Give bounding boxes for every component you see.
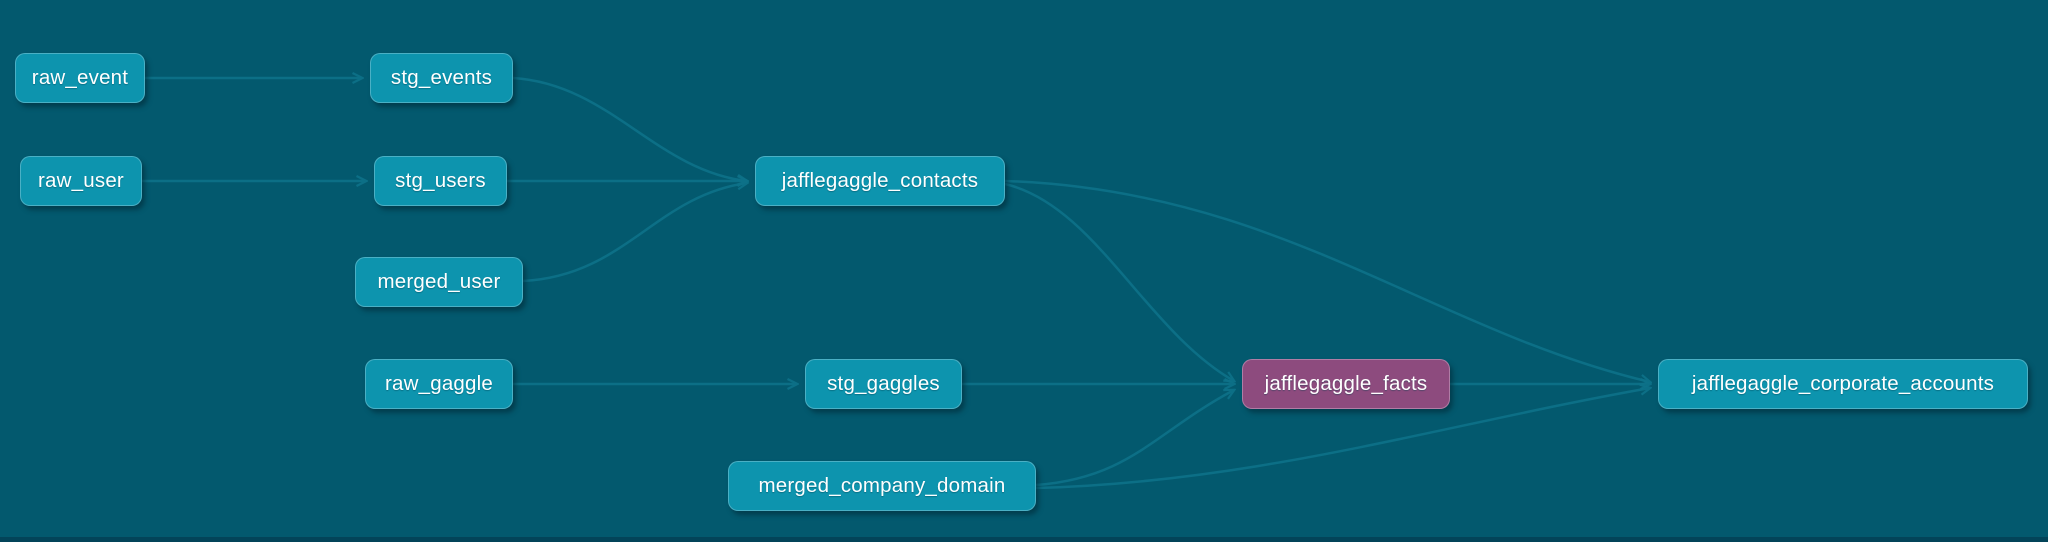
edge-merged_company_domain-to-jafflegaggle_facts (1035, 390, 1234, 487)
graph-node-jafflegaggle_contacts[interactable]: jafflegaggle_contacts (755, 156, 1005, 206)
graph-node-merged_company_domain[interactable]: merged_company_domain (728, 461, 1036, 511)
graph-node-stg_gaggles[interactable]: stg_gaggles (805, 359, 962, 409)
edge-stg_events-to-jafflegaggle_contacts (512, 76, 747, 181)
graph-node-jafflegaggle_facts[interactable]: jafflegaggle_facts (1242, 359, 1450, 409)
graph-node-stg_users[interactable]: stg_users (374, 156, 507, 206)
graph-node-jafflegaggle_corporate_accounts[interactable]: jafflegaggle_corporate_accounts (1658, 359, 2028, 409)
edge-jafflegaggle_contacts-to-jafflegaggle_corporate_accounts (1004, 179, 1650, 382)
graph-node-stg_events[interactable]: stg_events (370, 53, 513, 103)
edge-jafflegaggle_contacts-to-jafflegaggle_facts (1004, 182, 1234, 381)
graph-node-merged_user[interactable]: merged_user (355, 257, 523, 307)
graph-node-raw_gaggle[interactable]: raw_gaggle (365, 359, 513, 409)
edge-merged_company_domain-to-jafflegaggle_corporate_accounts (1035, 388, 1650, 490)
graph-node-raw_user[interactable]: raw_user (20, 156, 142, 206)
graph-node-raw_event[interactable]: raw_event (15, 53, 145, 103)
bottom-strip (0, 537, 2048, 542)
edge-merged_user-to-jafflegaggle_contacts (522, 183, 747, 283)
